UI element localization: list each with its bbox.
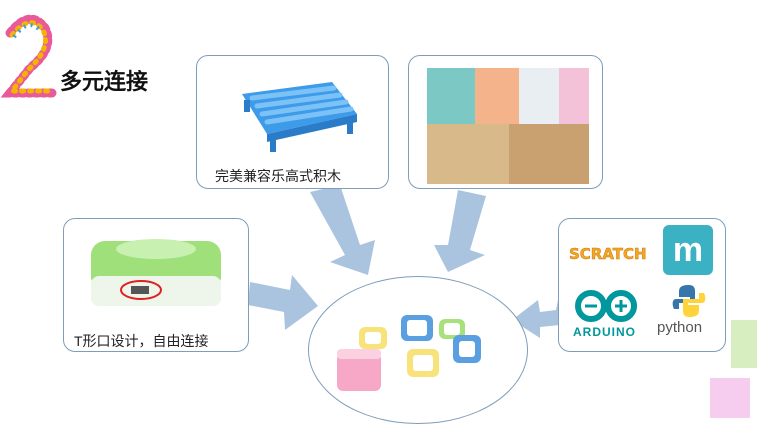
craft-photo-lamp-orange xyxy=(475,68,519,124)
makecode-logo: m xyxy=(663,225,713,275)
arrow-from-crafts xyxy=(434,190,486,272)
modules-ellipse xyxy=(308,276,528,424)
arrow-from-software xyxy=(512,290,560,338)
craft-photo-lamp-white xyxy=(519,68,559,124)
craft-photo-pencil-cup xyxy=(427,68,475,124)
arrow-from-blocks xyxy=(310,185,375,275)
scratch-logo: SCRATCH xyxy=(569,245,655,275)
card-lego-compatible: 完美兼容乐高式积木 xyxy=(196,55,389,189)
module-image xyxy=(91,239,221,306)
modules-image xyxy=(337,315,481,391)
craft-photo-wood-1 xyxy=(427,124,509,184)
python-label: python xyxy=(657,319,703,336)
arduino-label: ARDUINO xyxy=(573,325,636,339)
lego-plate-image xyxy=(242,82,357,152)
slide-title: 多元连接 xyxy=(60,69,149,94)
scratch-logo-text: SCRATCH xyxy=(569,245,647,264)
decor-green-square xyxy=(731,320,757,368)
card-software-support: SCRATCH m ARDUINO python xyxy=(558,218,726,352)
craft-photo-wood-2 xyxy=(509,124,589,184)
port-caption: T形口设计，自由连接 xyxy=(74,333,209,349)
card-t-port: T形口设计，自由连接 xyxy=(63,218,249,352)
makecode-logo-text: m xyxy=(672,231,704,269)
arduino-icon xyxy=(575,290,637,322)
craft-photo-flower xyxy=(559,68,589,124)
card-craft-gallery xyxy=(408,55,603,189)
lego-caption: 完美兼容乐高式积木 xyxy=(215,168,341,184)
python-icon xyxy=(672,285,706,317)
decor-pink-square xyxy=(710,378,750,418)
arrow-from-port xyxy=(248,275,318,330)
number-2-graphic xyxy=(0,14,57,98)
